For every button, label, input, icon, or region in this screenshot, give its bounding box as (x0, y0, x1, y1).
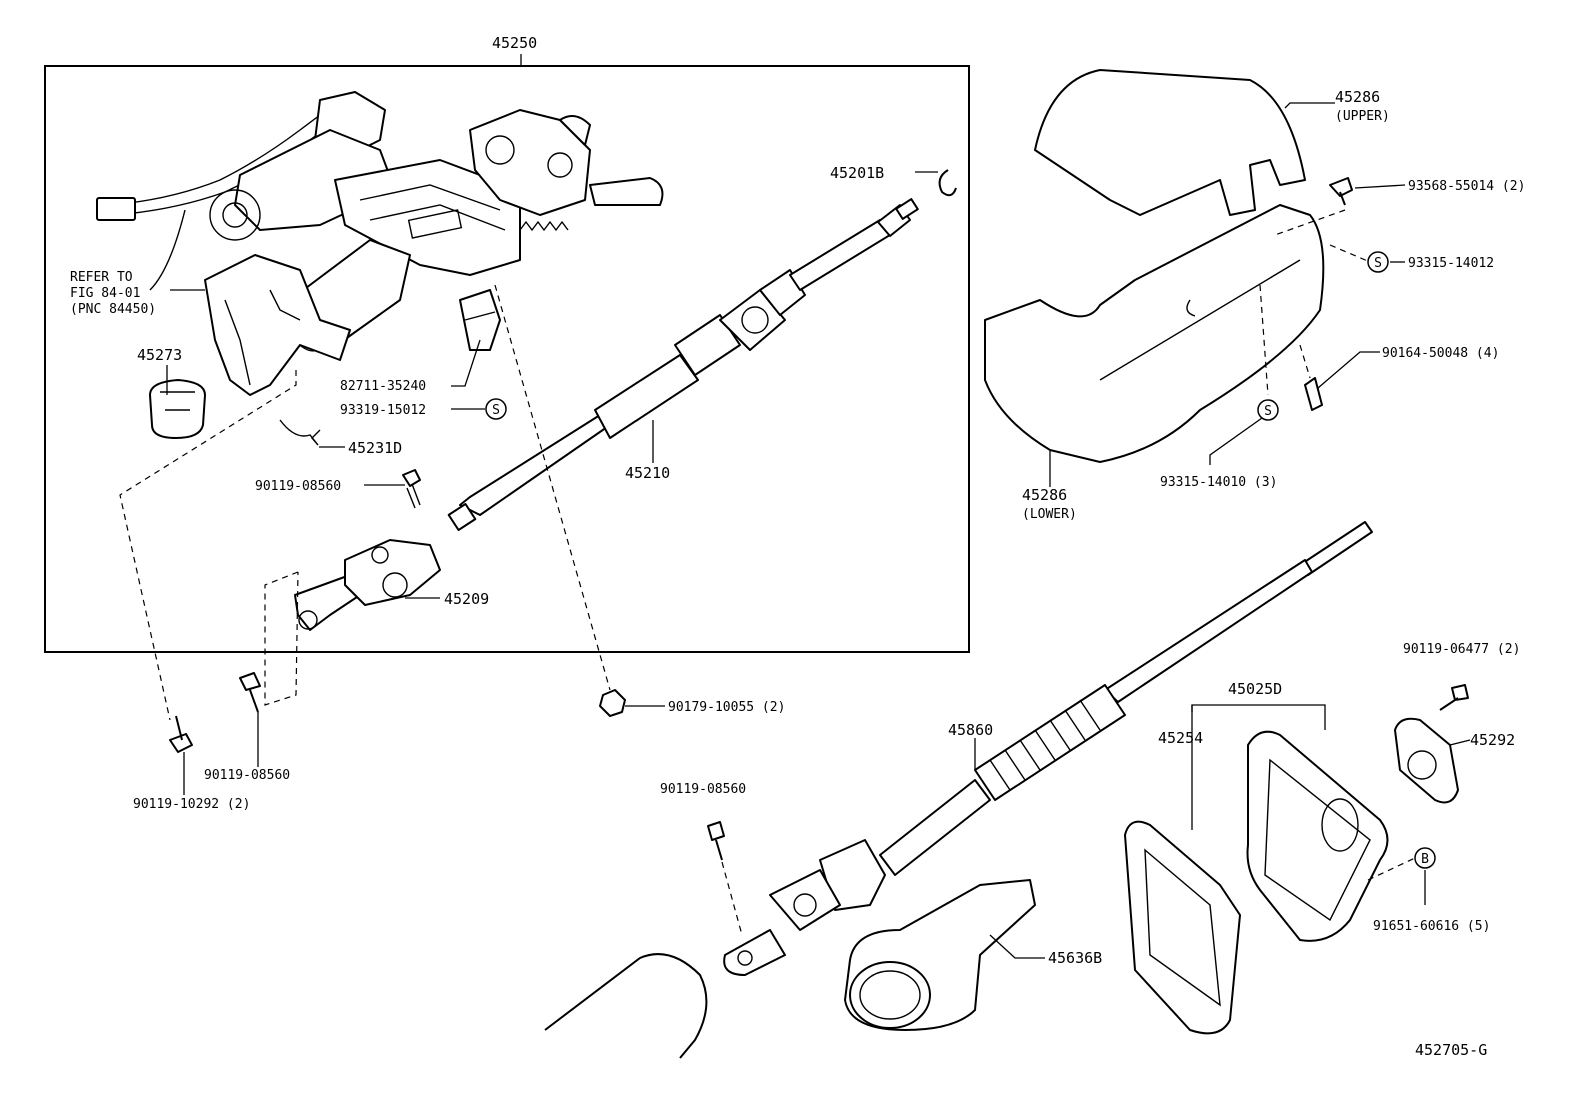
label-93319-15012: 93319-15012 (340, 403, 426, 418)
label-45286-upper: 45286 (1335, 88, 1380, 106)
symbol-s-93315-14012: S (1367, 251, 1389, 273)
steering-column-drawing (96, 91, 664, 396)
label-45860: 45860 (948, 721, 993, 739)
screw-90164-50048 (1304, 377, 1323, 411)
label-90119-08560-a: 90119-08560 (255, 479, 341, 494)
label-45250: 45250 (492, 34, 537, 52)
label-90119-08560-c: 90119-08560 (660, 782, 746, 797)
label-45201b: 45201B (830, 164, 884, 182)
label-90119-06477: 90119-06477 (2) (1403, 642, 1520, 657)
label-45231d: 45231D (348, 439, 402, 457)
label-45292: 45292 (1470, 731, 1515, 749)
label-45254: 45254 (1158, 729, 1203, 747)
bolt-90119-06477 (1439, 684, 1469, 711)
boot-45636b (844, 879, 1036, 1031)
assembly-frame (44, 65, 970, 653)
column-tube-cutaway (544, 953, 708, 1059)
label-45209: 45209 (444, 590, 489, 608)
bushing-45273 (149, 379, 206, 439)
spring-wire-45231d (279, 419, 321, 446)
steering-shaft-45860 (723, 521, 1373, 976)
gasket-45254 (1124, 820, 1241, 1035)
label-90179-10055: 90179-10055 (2) (668, 700, 785, 715)
label-90119-10292: 90119-10292 (2) (133, 797, 250, 812)
snap-ring-45201b (938, 169, 957, 197)
label-45286-lower: 45286 (1022, 486, 1067, 504)
label-93568-55014: 93568-55014 (2) (1408, 179, 1525, 194)
intermediate-shaft-45210 (447, 198, 919, 531)
plate-45025d (1246, 730, 1389, 942)
diagram-code: 452705-G (1415, 1041, 1487, 1059)
label-45210: 45210 (625, 464, 670, 482)
label-45025d: 45025D (1228, 680, 1282, 698)
svg-text:S: S (1264, 404, 1272, 419)
nut-90179-10055 (599, 689, 626, 717)
svg-text:S: S (1374, 256, 1382, 271)
part-labels: 45250 45286 (UPPER) 45201B 93568-55014 (… (70, 34, 1525, 1059)
label-90119-08560-b: 90119-08560 (204, 768, 290, 783)
column-cover-lower (984, 204, 1325, 463)
bolt-90119-08560-a (402, 469, 421, 509)
label-93315-14010: 93315-14010 (3) (1160, 475, 1277, 490)
label-93315-14012: 93315-14012 (1408, 256, 1494, 271)
label-90164-50048: 90164-50048 (4) (1382, 346, 1499, 361)
column-cover-upper (1034, 69, 1306, 216)
label-91651-60616: 91651-60616 (5) (1373, 919, 1490, 934)
label-45636b: 45636B (1048, 949, 1102, 967)
universal-joint-45209 (294, 539, 441, 631)
label-lower: (LOWER) (1022, 507, 1077, 522)
symbol-b-91651: B (1414, 847, 1436, 869)
leader-lines (166, 102, 1471, 959)
symbol-s-93319: S (485, 398, 507, 420)
symbol-s-93315-14010: S (1257, 399, 1279, 421)
svg-text:S: S (492, 403, 500, 418)
bolt-90119-08560-b (239, 672, 261, 713)
label-upper: (UPPER) (1335, 109, 1390, 124)
label-refer-line1: REFER TO (70, 270, 133, 285)
label-refer-line2: FIG 84-01 (70, 286, 140, 301)
flange-45292 (1394, 717, 1459, 804)
label-82711-35240: 82711-35240 (340, 379, 426, 394)
bolt-90119-08560-c (707, 821, 725, 861)
label-refer-line3: (PNC 84450) (70, 302, 156, 317)
screw-93568-55014 (1329, 177, 1353, 206)
svg-text:B: B (1421, 852, 1429, 867)
reference-lines (119, 209, 1416, 936)
label-45273: 45273 (137, 346, 182, 364)
bolt-90119-10292 (169, 715, 193, 753)
